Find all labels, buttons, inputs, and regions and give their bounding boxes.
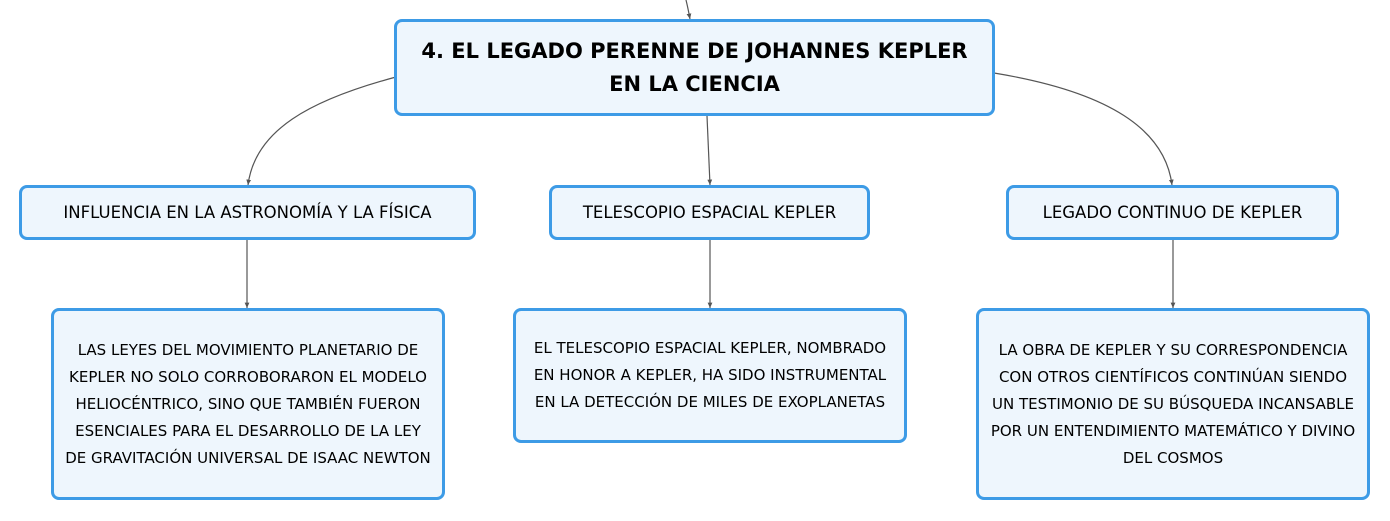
connector-root-to-topic-1	[246, 76, 397, 186]
topic-label: INFLUENCIA EN LA ASTRONOMÍA Y LA FÍSICA	[63, 202, 432, 222]
connector-root-to-topic-3	[993, 72, 1174, 186]
connector-parent-to-root	[685, 0, 692, 20]
topic-node-legacy[interactable]: LEGADO CONTINUO DE KEPLER	[1006, 185, 1339, 240]
detail-node-telescope[interactable]: EL TELESCOPIO ESPACIAL KEPLER, NOMBRADO …	[513, 308, 907, 443]
root-node[interactable]: 4. EL LEGADO PERENNE DE JOHANNES KEPLER …	[394, 19, 995, 116]
detail-node-legacy[interactable]: LA OBRA DE KEPLER Y SU CORRESPONDENCIA C…	[976, 308, 1370, 500]
detail-text: LAS LEYES DEL MOVIMIENTO PLANETARIO DE K…	[65, 340, 431, 467]
topic-node-telescope[interactable]: TELESCOPIO ESPACIAL KEPLER	[549, 185, 870, 240]
detail-node-influence[interactable]: LAS LEYES DEL MOVIMIENTO PLANETARIO DE K…	[51, 308, 445, 500]
topic-label: LEGADO CONTINUO DE KEPLER	[1042, 202, 1303, 222]
topic-node-influence[interactable]: INFLUENCIA EN LA ASTRONOMÍA Y LA FÍSICA	[19, 185, 476, 240]
topic-label: TELESCOPIO ESPACIAL KEPLER	[582, 202, 837, 222]
root-title: 4. EL LEGADO PERENNE DE JOHANNES KEPLER …	[421, 38, 968, 96]
connector-root-to-topic-2	[706, 115, 713, 186]
detail-text: LA OBRA DE KEPLER Y SU CORRESPONDENCIA C…	[990, 340, 1356, 467]
detail-text: EL TELESCOPIO ESPACIAL KEPLER, NOMBRADO …	[533, 339, 887, 411]
